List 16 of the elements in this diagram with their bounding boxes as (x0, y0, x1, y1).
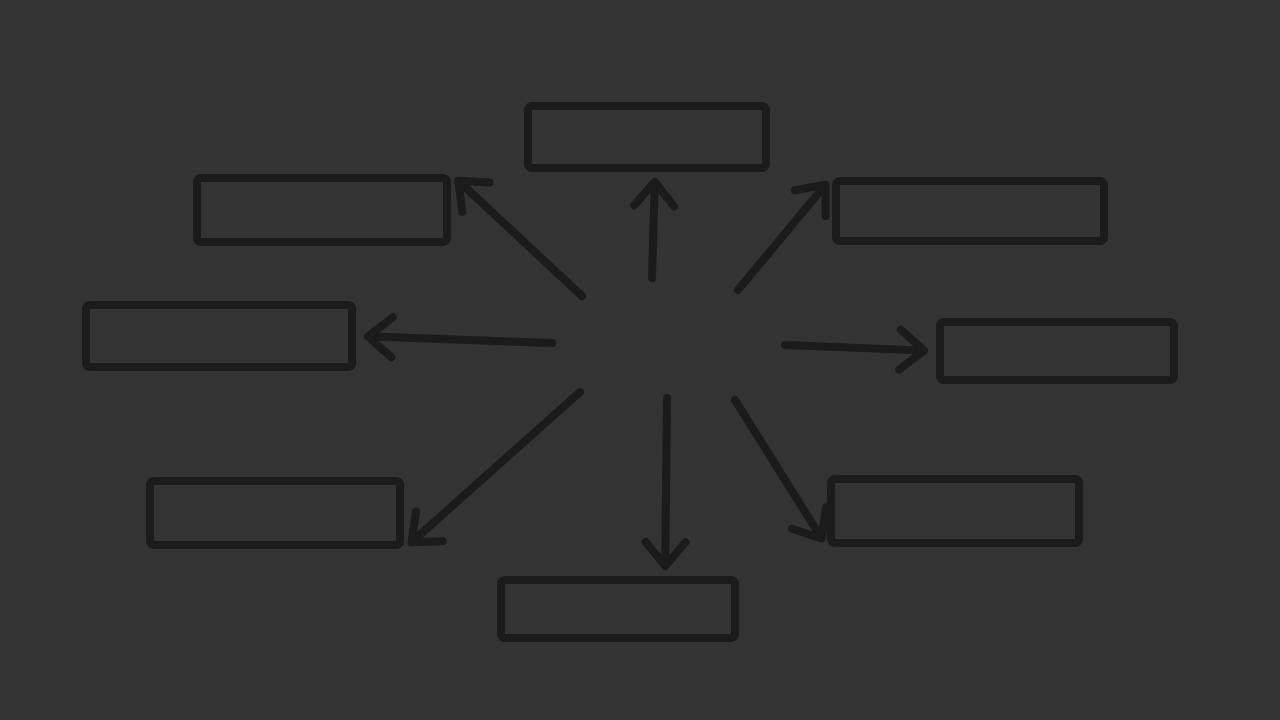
arrow (364, 313, 556, 362)
empty-box (82, 301, 356, 371)
arrow (781, 325, 928, 374)
arrow (641, 394, 690, 570)
arrow (630, 178, 679, 282)
empty-box (524, 102, 770, 172)
empty-box (827, 475, 1083, 547)
arrow (407, 388, 584, 547)
empty-box (497, 576, 739, 642)
empty-box (146, 477, 404, 549)
arrow (731, 396, 830, 543)
empty-box (832, 177, 1108, 245)
arrow (454, 176, 586, 300)
empty-box (936, 318, 1178, 384)
arrow (734, 180, 830, 294)
empty-box (193, 174, 451, 246)
